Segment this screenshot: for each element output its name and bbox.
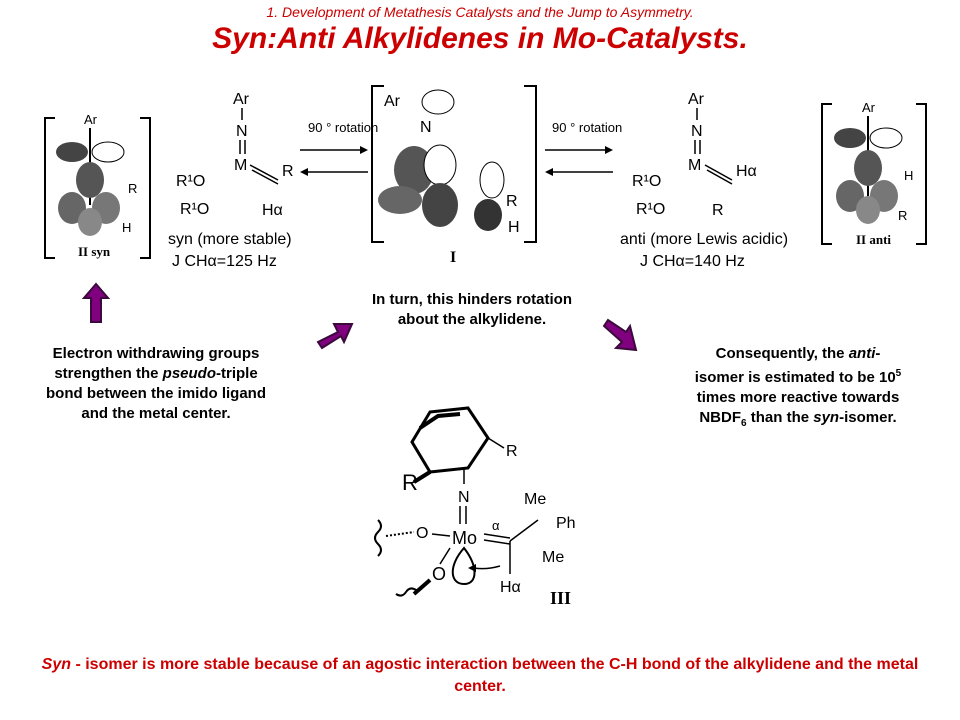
syn-r: R — [282, 163, 294, 180]
orbital-anti-ar: Ar — [862, 100, 876, 115]
syn-n: N — [236, 123, 248, 140]
caption-left-line2a: strengthen the — [54, 365, 163, 382]
center-r: R — [506, 193, 518, 210]
caption-left-line2: strengthen the pseudo-triple — [14, 364, 298, 384]
orbital-syn-r: R — [128, 181, 137, 196]
right-up-arrow-icon — [316, 323, 354, 350]
caption-middle-line2: about the alkylidene. — [397, 311, 547, 328]
struct-iii-o-top: O — [416, 525, 428, 542]
roman-I: I — [450, 249, 456, 266]
center-h: H — [508, 219, 520, 236]
transition-structure-I: Ar N R H I — [371, 85, 537, 266]
struct-iii-n: N — [458, 489, 470, 506]
caption-right-line1a: Consequently, the — [715, 345, 849, 362]
orbital-anti-r: R — [898, 208, 907, 223]
caption-right-line1: Consequently, the anti- — [654, 344, 942, 364]
anti-structure: Ar N M Hα R R¹O R¹O anti (more Lewis aci… — [620, 91, 788, 270]
caption-middle-line1: In turn, this hinders rotation — [372, 291, 572, 308]
struct-iii-r-ring: R — [506, 443, 518, 460]
syn-anti-scheme: Ar R H II syn Ar N M R Hα R¹O R¹O syn (m… — [44, 85, 927, 270]
caption-right-line4b: than the — [746, 409, 814, 426]
anti-r: R — [712, 202, 724, 219]
syn-ar: Ar — [233, 91, 250, 108]
up-arrow-icon — [82, 282, 110, 323]
caption-left-line3: bond between the imido ligand — [46, 385, 266, 402]
right-down-arrow-icon — [602, 318, 638, 352]
footer-text: - isomer is more stable because of an ag… — [71, 656, 919, 695]
caption-right-line1b: anti — [848, 345, 876, 362]
caption-right-line3: times more reactive towards — [696, 389, 900, 406]
anti-label: anti (more Lewis acidic) — [620, 231, 788, 248]
center-n: N — [420, 119, 432, 136]
anti-n: N — [691, 123, 703, 140]
center-ar: Ar — [384, 93, 401, 110]
syn-coupling: J CHα=125 Hz — [172, 253, 277, 270]
struct-iii-alpha: α — [492, 518, 500, 533]
anti-ha: Hα — [736, 163, 757, 180]
caption-right: Consequently, the anti- isomer is estima… — [654, 344, 942, 434]
caption-right-line4: NBDF6 than the syn-isomer. — [654, 408, 942, 434]
struct-iii-o-bottom: O — [432, 564, 446, 584]
footer-syn-word: Syn — [41, 656, 72, 673]
orbital-diagram-syn: Ar R H II syn — [44, 112, 151, 259]
caption-right-exponent: 5 — [895, 368, 902, 379]
syn-r1o-top: R¹O — [176, 173, 205, 190]
orbital-anti-h: H — [904, 168, 913, 183]
footer-note: Syn - isomer is more stable because of a… — [20, 654, 940, 698]
caption-middle: In turn, this hinders rotation about the… — [336, 290, 608, 330]
caption-right-subscript: 6 — [741, 418, 747, 429]
anti-coupling: J CHα=140 Hz — [640, 253, 745, 270]
syn-ha: Hα — [262, 202, 283, 219]
caption-right-line4c: syn — [813, 409, 840, 426]
rotation-right-label: 90 ° rotation — [552, 120, 622, 135]
caption-right-line1c: - — [875, 345, 881, 362]
syn-label: syn (more stable) — [168, 231, 292, 248]
caption-right-line2a: isomer is estimated to be 10 — [694, 369, 896, 386]
struct-iii-me-bottom: Me — [542, 549, 564, 566]
orbital-syn-h: H — [122, 220, 131, 235]
rotation-left-label: 90 ° rotation — [308, 120, 378, 135]
roman-II-syn: II syn — [78, 244, 111, 259]
rotation-arrows-left: 90 ° rotation — [300, 120, 378, 176]
syn-structure: Ar N M R Hα R¹O R¹O syn (more stable) J … — [168, 91, 294, 270]
anti-r1o-top: R¹O — [632, 173, 661, 190]
anti-m: M — [688, 157, 701, 174]
page-title: Syn:Anti Alkylidenes in Mo-Catalysts. — [212, 22, 748, 55]
syn-m: M — [234, 157, 247, 174]
roman-III: III — [550, 588, 571, 608]
caption-right-line4d: -isomer. — [839, 409, 897, 426]
orbital-syn-ar: Ar — [84, 112, 98, 127]
anti-r1o-bottom: R¹O — [636, 201, 665, 218]
struct-iii-mo: Mo — [452, 528, 477, 548]
structure-III: R R N Mo O O α Me Ph Me Hα III — [374, 406, 576, 608]
caption-left-line1: Electron withdrawing groups — [52, 345, 260, 362]
caption-right-line2: isomer is estimated to be 105 — [654, 364, 942, 388]
caption-left-line2c: -triple — [216, 365, 258, 382]
struct-iii-r-left: R — [402, 470, 418, 495]
anti-ar: Ar — [688, 91, 705, 108]
orbital-diagram-anti: Ar H R II anti — [821, 100, 927, 247]
struct-iii-ha: Hα — [500, 579, 521, 596]
caption-left-line2b: pseudo — [162, 365, 216, 382]
caption-left-line4: and the metal center. — [81, 405, 231, 422]
section-subtitle: 1. Development of Metathesis Catalysts a… — [266, 4, 694, 20]
struct-iii-ph: Ph — [556, 515, 576, 532]
rotation-arrows-right: 90 ° rotation — [545, 120, 622, 176]
caption-left: Electron withdrawing groups strengthen t… — [14, 344, 298, 424]
struct-iii-me-top: Me — [524, 491, 546, 508]
roman-II-anti: II anti — [856, 232, 891, 247]
caption-right-line4a: NBDF — [699, 409, 742, 426]
syn-r1o-bottom: R¹O — [180, 201, 209, 218]
